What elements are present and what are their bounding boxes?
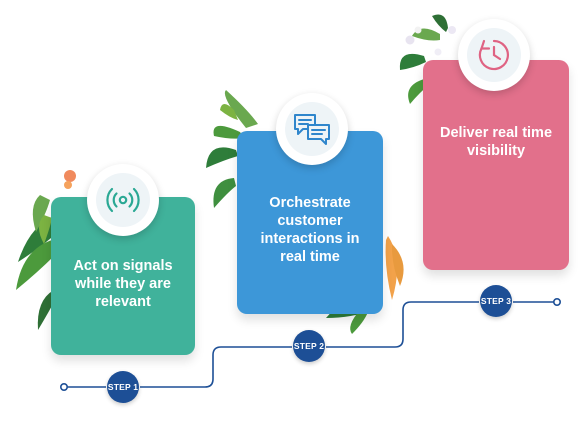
step-3-marker: STEP 3 [480,285,512,317]
step-1-marker: STEP 1 [107,371,139,403]
step-2-badge [276,93,348,165]
signal-broadcast-icon [106,187,140,213]
clock-icon [478,39,509,71]
connector-start-dot [59,382,68,391]
connector-end-dot [552,297,561,306]
step-3-badge [458,19,530,91]
step-2-card: Orchestrate customer interactions in rea… [237,131,383,314]
step-3-text: Deliver real time visibility [439,125,553,159]
step-3-card: Deliver real time visibility [423,60,569,270]
step-1-badge [87,164,159,236]
step-2-text: Orchestrate customer interactions in rea… [260,195,360,265]
step-2-marker: STEP 2 [293,330,325,362]
chat-bubbles-icon [294,114,330,145]
step-1-text: Act on signals while they are relevant [73,258,173,310]
step-connector-line [64,301,557,388]
